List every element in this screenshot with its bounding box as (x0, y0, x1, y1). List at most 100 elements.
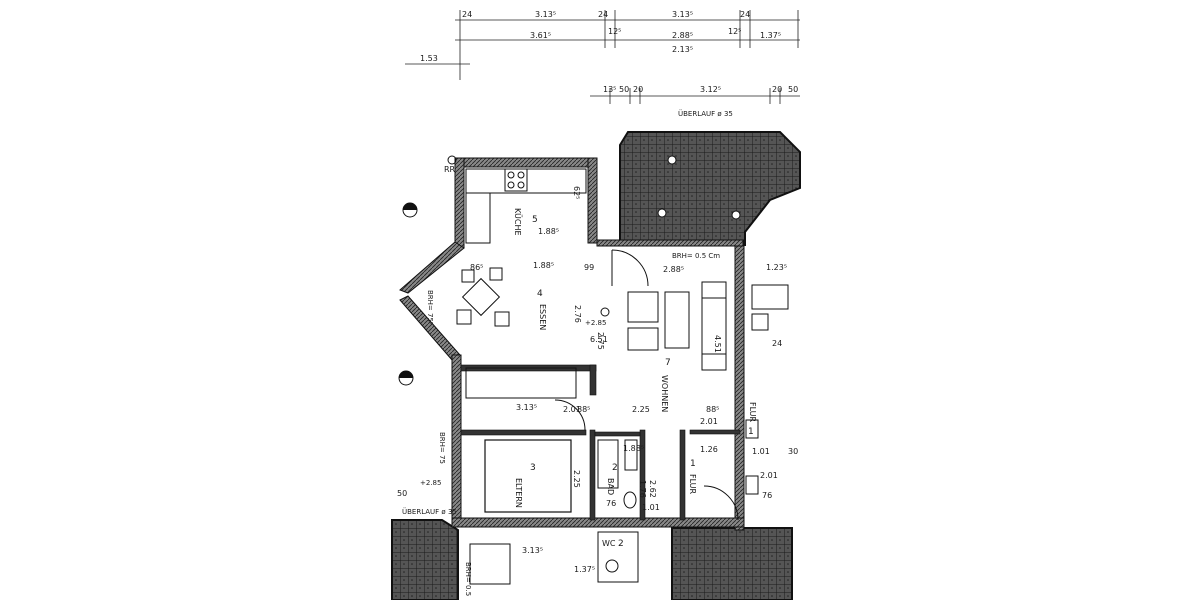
dim-balcony-20a: 20 (633, 85, 643, 94)
dim-left-50: 50 (397, 489, 407, 498)
label-level-eltern: +2.85 (420, 479, 441, 487)
dim-top-24c: 24 (740, 10, 750, 19)
dim-top-125b: 12⁵ (728, 27, 741, 36)
label-brh-bottom: BRH= 0.5 (464, 562, 472, 596)
wc-toilet (605, 559, 619, 573)
room-number-essen: 4 (537, 289, 543, 299)
dim-bottom-3135: 3.13⁵ (522, 546, 543, 555)
room-name-wohnen: WOHNEN (660, 375, 669, 412)
room-number-flur-right: 1 (748, 427, 754, 437)
dim-bad-76: 76 (606, 499, 616, 508)
dim-eltern-225: 2.25 (572, 470, 581, 488)
dim-top-2885: 2.88⁵ (672, 31, 693, 40)
dim-top-125a: 12⁵ (608, 27, 621, 36)
dim-bad-101: 1.01 (642, 503, 660, 512)
dim-bottom-1375: 1.37⁵ (574, 565, 595, 574)
room-number-eltern: 3 (530, 463, 536, 473)
compass-marker (447, 155, 457, 165)
dim-flur-101: 1.01 (752, 447, 770, 456)
double-bed (484, 439, 572, 513)
room-name-flur-right: FLUR (748, 402, 757, 423)
dim-top-3615: 3.61⁵ (530, 31, 551, 40)
lower-furniture (469, 543, 511, 585)
dim-bad-176: 1.76 (638, 480, 647, 498)
dim-top-313a: 3.13⁵ (535, 10, 556, 19)
dim-wohnen-2885: 2.88⁵ (663, 265, 684, 274)
dim-flur-76: 76 (762, 491, 772, 500)
dim-top-1375: 1.37⁵ (760, 31, 781, 40)
label-brh-eltern: BRH= 75 (438, 432, 446, 464)
dim-flur-201: 2.01 (700, 417, 718, 426)
dim-right-1235: 1.23⁵ (766, 263, 787, 272)
kitchen-counter (465, 168, 587, 244)
room-number-kitchen: 5 (532, 215, 538, 225)
bathroom-fixtures (597, 439, 638, 509)
label-brh-living: BRH= 0.5 Cm (672, 252, 720, 260)
balcony-drains (657, 155, 741, 220)
label-brh-essen: BRH= 75⁵ (426, 290, 434, 325)
dim-essen-651: 6.51 (590, 335, 608, 344)
room-name-kitchen: KÜCHE (513, 208, 523, 236)
interior-walls (460, 364, 741, 521)
label-overflow-bottom: ÜBERLAUF ø 35 (402, 507, 457, 516)
dim-balcony-3125: 3.12⁵ (700, 85, 721, 94)
room-name-essen: ESSEN (538, 304, 547, 330)
balcony-tiled-area (619, 131, 801, 246)
dim-wohnen-225: 2.25 (632, 405, 650, 414)
dim-eltern-3135: 3.13⁵ (516, 403, 537, 412)
dim-kitchen-width: 1.88⁵ (538, 227, 559, 236)
dim-top-2135: 2.13⁵ (672, 45, 693, 54)
dim-flur-126: 1.26 (700, 445, 718, 454)
door-swing-eltern (554, 399, 586, 431)
room-number-wc: 2 (618, 539, 624, 549)
dim-essen-275: 2.75 (596, 332, 605, 350)
dim-bad-262: 2.62 (648, 480, 657, 498)
section-marker-top (402, 202, 418, 218)
dim-top-313b: 3.13⁵ (672, 10, 693, 19)
dim-balcony-135: 13⁵ (603, 85, 616, 94)
dim-balcony-50b: 50 (788, 85, 798, 94)
dim-top-24b: 24 (598, 10, 608, 19)
dim-right-30: 30 (788, 447, 798, 456)
living-furniture (611, 249, 727, 371)
compass-label: RR (444, 165, 456, 174)
room-number-bad: 2 (612, 463, 618, 473)
dim-flur-201b: 2.01 (760, 471, 778, 480)
dim-top-24a: 24 (462, 10, 472, 19)
dining-table-set (456, 267, 510, 327)
terrace-tiled-area-left (391, 519, 459, 601)
essen-point-marker (600, 307, 610, 317)
terrace-tiled-area-right (671, 527, 793, 601)
room-number-flur: 1 (690, 459, 696, 469)
dim-eltern-885: 88⁵ (577, 405, 590, 414)
dim-wohnen-451: 4.51 (713, 335, 722, 353)
room-number-wohnen: 7 (665, 358, 671, 368)
dim-essen-99: 99 (584, 263, 594, 272)
room-name-flur: FLUR (688, 474, 697, 495)
dim-balcony-20b: 20 (772, 85, 782, 94)
door-swing-entrance (703, 485, 739, 521)
balcony-overflow-note: ÜBERLAUF ø 35 (678, 109, 733, 118)
dim-bad-1885: 1.88⁵ (623, 444, 644, 453)
neighbour-furniture (745, 284, 789, 495)
dim-kitchen-625: 62⁵ (572, 186, 581, 199)
room-name-wc: WC (602, 539, 616, 548)
dim-wohnen-885: 88⁵ (706, 405, 719, 414)
exterior-walls (399, 157, 745, 531)
dim-left-153: 1.53 (420, 54, 438, 63)
top-dimension-lines (405, 10, 800, 104)
dim-eltern-201: 2.01 (563, 405, 581, 414)
label-level-essen: +2.85 (585, 319, 606, 327)
section-marker-bottom (398, 370, 414, 386)
dim-balcony-50a: 50 (619, 85, 629, 94)
dim-essen-276: 2.76 (573, 305, 582, 323)
dim-right-24: 24 (772, 339, 782, 348)
room-name-eltern: ELTERN (514, 478, 523, 508)
dim-essen-865: 86⁵ (470, 263, 483, 272)
room-name-bad: BAD (606, 478, 615, 495)
dim-essen-1885: 1.88⁵ (533, 261, 554, 270)
wc-room-outline (597, 531, 639, 583)
wardrobe-unit (465, 367, 577, 399)
